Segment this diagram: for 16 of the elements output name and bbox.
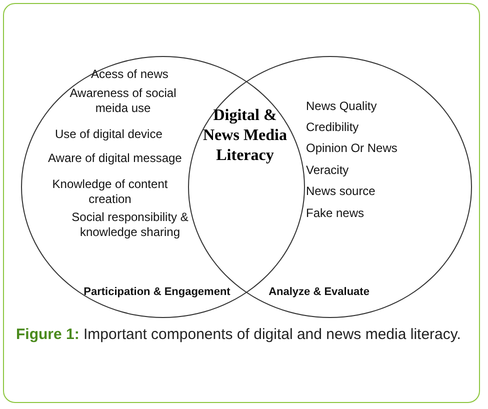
component-label: Social responsibility & knowledge sharing [70,210,190,240]
circle-heading: Analyze & Evaluate [268,285,370,300]
component-label: News source [306,184,376,199]
component-label: Fake news [306,206,364,221]
component-label: Use of digital device [55,127,162,142]
component-label: Awareness of social meida use [68,86,178,116]
component-label: Aware of digital message [48,151,182,166]
component-label: Veracity [306,163,349,178]
overlap-title: Digital & News Media Literacy [201,106,289,166]
component-label: Credibility [306,120,359,135]
figure-caption: Figure 1: Important components of digital and news media literacy. [16,325,462,345]
component-label: Acess of news [91,67,168,82]
component-label: Knowledge of content creation [52,177,168,207]
component-label: News Quality [306,99,377,114]
circle-heading: Participation & Engagement [82,285,232,300]
component-label: Opinion Or News [306,141,398,156]
